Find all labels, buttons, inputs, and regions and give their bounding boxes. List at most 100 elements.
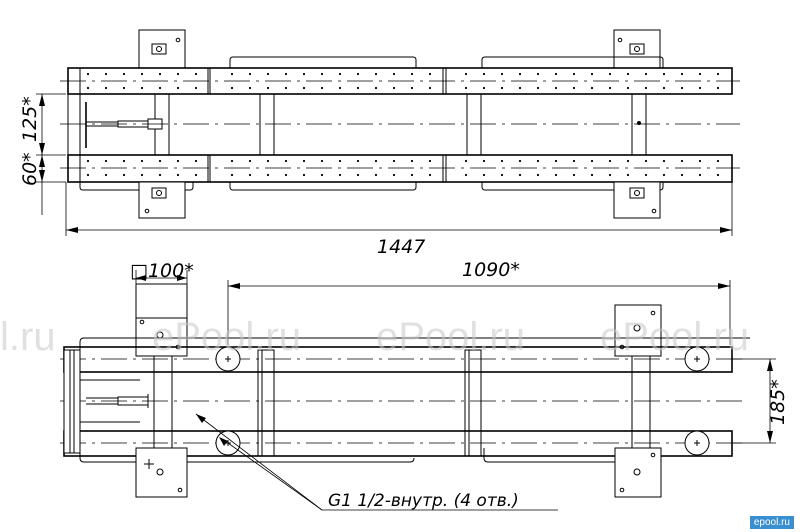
perforation-dot	[482, 173, 486, 177]
perforation-dot	[500, 72, 504, 76]
perforation-dot	[626, 86, 630, 90]
perforation-dot	[374, 72, 378, 76]
perforation-dot	[644, 86, 648, 90]
perforation-dot	[194, 72, 198, 76]
site-logo[interactable]: epool.ru	[749, 516, 794, 529]
perforation-dot	[86, 159, 90, 163]
perforation-dot	[644, 173, 648, 177]
perforation-dot	[86, 86, 90, 90]
perforation-dot	[464, 173, 468, 177]
perforation-dot	[284, 86, 288, 90]
perforation-dot	[572, 86, 576, 90]
perforation-dot	[662, 72, 666, 76]
dim-tube-offset: 60*	[19, 152, 41, 186]
perforation-dot	[698, 72, 702, 76]
perforation-dot	[572, 159, 576, 163]
perforation-dot	[644, 72, 648, 76]
perforation-dot	[356, 159, 360, 163]
side-support-2	[464, 349, 482, 457]
perforation-dot	[698, 86, 702, 90]
perforation-dot	[122, 86, 126, 90]
perforation-dot	[482, 159, 486, 163]
perforation-dot	[356, 86, 360, 90]
perforation-dot	[482, 86, 486, 90]
perforation-dot	[374, 159, 378, 163]
perforation-dot	[158, 173, 162, 177]
perforation-dot	[104, 86, 108, 90]
perforation-dot	[140, 72, 144, 76]
perforation-dot	[104, 173, 108, 177]
perforation-dot	[662, 173, 666, 177]
perforation-dot	[176, 86, 180, 90]
perforation-dot	[626, 173, 630, 177]
perforation-dot	[392, 72, 396, 76]
perforation-dot	[536, 86, 540, 90]
perforation-dot	[590, 173, 594, 177]
perforation-dot	[338, 72, 342, 76]
perforation-dot	[374, 173, 378, 177]
perforation-dot	[680, 86, 684, 90]
perforation-dot	[140, 173, 144, 177]
perforation-dot	[626, 72, 630, 76]
perforation-dot	[554, 72, 558, 76]
perforation-dot	[230, 86, 234, 90]
bracket-top-right	[613, 29, 661, 69]
perforation-dot	[428, 173, 432, 177]
perforation-dot	[626, 159, 630, 163]
perforation-dot	[536, 159, 540, 163]
cross-member-2	[466, 93, 482, 156]
perforation-dot	[284, 159, 288, 163]
tube-perforations	[86, 72, 720, 177]
perforation-dot	[86, 72, 90, 76]
perforation-dot	[698, 159, 702, 163]
perforation-dot	[464, 72, 468, 76]
top-view: 1447 125* 60*	[19, 29, 740, 258]
bracket-top-left-slot	[151, 43, 167, 55]
connection-callout: G1 1/2-внутр. (4 отв.)	[328, 491, 519, 511]
perforation-dot	[590, 86, 594, 90]
perforation-dot	[716, 173, 720, 177]
perforation-dot	[410, 86, 414, 90]
dim-square-size: □100*	[130, 260, 194, 282]
perforation-dot	[230, 173, 234, 177]
perforation-dot	[572, 72, 576, 76]
perforation-dot	[356, 72, 360, 76]
perforation-dot	[428, 86, 432, 90]
perforation-dot	[104, 159, 108, 163]
perforation-dot	[518, 86, 522, 90]
perforation-dot	[680, 159, 684, 163]
perforation-dot	[158, 86, 162, 90]
perforation-dot	[536, 173, 540, 177]
perforation-dot	[500, 86, 504, 90]
perforation-dot	[554, 86, 558, 90]
perforation-dot	[608, 72, 612, 76]
perforation-dot	[410, 159, 414, 163]
dim-overall-length: 1447	[377, 236, 425, 258]
perforation-dot	[590, 159, 594, 163]
watermark-1: l.ru	[0, 315, 56, 359]
perforation-dot	[680, 173, 684, 177]
perforation-dot	[140, 159, 144, 163]
perforation-dot	[392, 159, 396, 163]
perforation-dot	[518, 173, 522, 177]
perforation-dot	[716, 72, 720, 76]
perforation-dot	[86, 173, 90, 177]
perforation-dot	[122, 173, 126, 177]
perforation-dot	[230, 159, 234, 163]
perforation-dot	[284, 173, 288, 177]
side-view: □100* 1090*	[60, 259, 789, 511]
perforation-dot	[176, 72, 180, 76]
perforation-dot	[536, 72, 540, 76]
perforation-dot	[176, 173, 180, 177]
perforation-dot	[194, 86, 198, 90]
perforation-dot	[158, 72, 162, 76]
perforation-dot	[248, 173, 252, 177]
perforation-dot	[248, 159, 252, 163]
perforation-dot	[428, 159, 432, 163]
perforation-dot	[356, 173, 360, 177]
perforation-dot	[662, 86, 666, 90]
perforation-dot	[194, 173, 198, 177]
watermark-3: ePool.ru	[376, 315, 525, 359]
perforation-dot	[662, 159, 666, 163]
